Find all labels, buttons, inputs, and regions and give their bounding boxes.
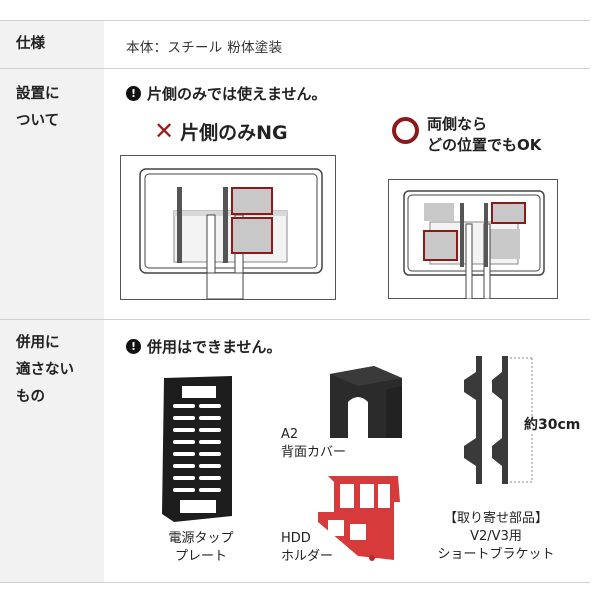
caption-hdd-holder: HDD ホルダー: [281, 530, 333, 566]
warning-text: 片側のみでは使えません。: [147, 85, 327, 103]
ng-label: ✕ 片側のみNG: [154, 117, 288, 145]
ok-text: 両側なら どの位置でもOK: [427, 114, 541, 156]
row-content-installation: ! 片側のみでは使えません。 ✕ 片側のみNG 両側なら どの位置でもOK: [104, 69, 590, 319]
caption-line: V2/V3用: [470, 529, 522, 544]
caption-line: ショートブラケット: [437, 547, 555, 562]
caption-line: プレート: [174, 549, 227, 564]
row-spec: 仕様 本体：スチール 粉体塗装: [0, 21, 590, 69]
ok-label: 両側なら どの位置でもOK: [392, 114, 541, 156]
ng-text: 片側のみNG: [180, 121, 288, 144]
row-label-incompatible: 併用に 適さない もの: [0, 320, 104, 582]
caption-short-bracket: 【取り寄せ部品】 V2/V3用 ショートブラケット: [426, 510, 566, 564]
power-tap-plate-image: [162, 376, 232, 522]
hdd-holder-image: [318, 476, 400, 561]
row-content-spec: 本体：スチール 粉体塗装: [104, 21, 590, 68]
label-line: 設置に: [16, 86, 60, 102]
ok-line: 両側なら: [427, 115, 488, 133]
ng-mount-bottom: [231, 217, 273, 254]
exclamation-icon: !: [126, 86, 141, 101]
warning-incompatible: ! 併用はできません。: [126, 336, 282, 357]
caption-line: ホルダー: [281, 549, 334, 564]
row-content-incompatible: ! 併用はできません。 電源タ: [104, 320, 590, 582]
caption-line: 【取り寄せ部品】: [443, 511, 548, 526]
warning-one-side: ! 片側のみでは使えません。: [126, 83, 327, 104]
ng-diagram: [120, 155, 336, 300]
row-label-installation: 設置に ついて: [0, 69, 104, 319]
row-label-spec: 仕様: [0, 21, 104, 68]
short-bracket-image: [464, 356, 533, 484]
caption-line: 背面カバー: [281, 445, 347, 460]
caption-line: A2: [281, 427, 299, 442]
ok-mount-right: [491, 202, 526, 224]
label-line: もの: [16, 389, 45, 405]
spec-table: 仕様 本体：スチール 粉体塗装 設置に ついて ! 片側のみでは使えません。 ✕…: [0, 20, 590, 583]
dimension-label: 約30cm: [522, 416, 583, 434]
circle-ok-icon: [392, 117, 419, 144]
row-installation: 設置に ついて ! 片側のみでは使えません。 ✕ 片側のみNG 両側なら どの位…: [0, 69, 590, 320]
row-incompatible: 併用に 適さない もの ! 併用はできません。: [0, 320, 590, 583]
a2-back-cover-image: [330, 366, 402, 438]
caption-line: 電源タップ: [168, 531, 234, 546]
ng-mount-top: [231, 187, 273, 215]
ok-diagram: [388, 179, 558, 299]
caption-a2-back-cover: A2 背面カバー: [281, 426, 346, 462]
ok-mount-left: [423, 230, 458, 261]
exclamation-icon: !: [126, 339, 141, 354]
label-line: ついて: [16, 113, 60, 129]
warning-text: 併用はできません。: [147, 338, 282, 356]
caption-power-tap-plate: 電源タップ プレート: [156, 530, 246, 566]
caption-line: HDD: [281, 531, 311, 546]
label-line: 適さない: [16, 362, 74, 378]
ok-line: どの位置でもOK: [427, 136, 542, 154]
spec-value: 本体：スチール 粉体塗装: [126, 40, 283, 56]
cross-icon: ✕: [154, 117, 175, 145]
label-line: 併用に: [16, 335, 60, 351]
